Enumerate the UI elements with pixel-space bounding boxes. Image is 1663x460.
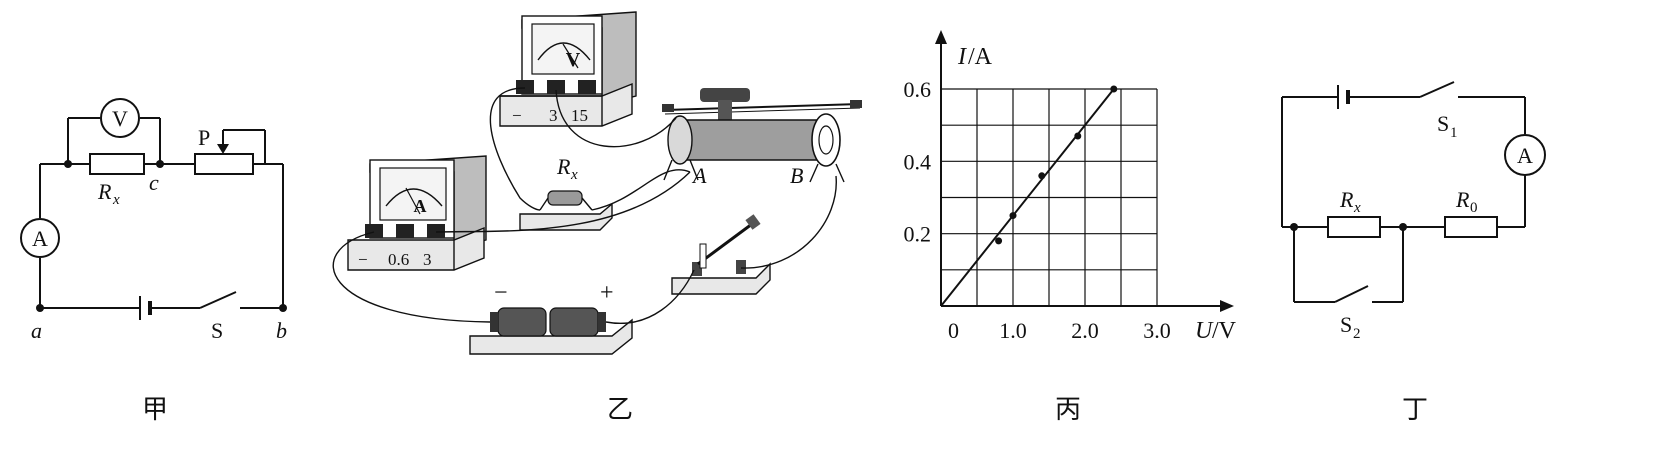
rheostat-terminal-a: A <box>691 163 707 188</box>
rx-subscript: x <box>112 192 120 208</box>
wire-ammeter-to-battery <box>332 231 491 323</box>
caption-ding: 丁 <box>1402 395 1428 425</box>
battery-plus-label: + <box>600 280 614 306</box>
y-tick-label: 0.6 <box>904 77 932 102</box>
switch-label: S <box>211 318 223 343</box>
r0-label: R <box>1455 187 1470 212</box>
ding-ammeter-label: A <box>1517 143 1533 168</box>
slider-label: P <box>198 125 210 150</box>
tick-labels-layer: 1.0 2.0 3.0 0.2 0.4 0.6 <box>904 77 1171 343</box>
s2-label: S <box>1340 312 1352 337</box>
caption-yi: 乙 <box>607 395 633 425</box>
switch-s1 <box>1419 81 1455 98</box>
y-axis-arrow-icon <box>935 30 947 44</box>
wire-voltmeter-to-rx <box>489 87 541 211</box>
rheostat-terminal-b: B <box>790 163 803 188</box>
switch-s <box>199 291 237 309</box>
switch-s2 <box>1334 285 1369 303</box>
ammeter-terminal-minus: − <box>358 250 368 269</box>
data-point <box>1038 172 1046 180</box>
voltmeter-terminal-15: 15 <box>571 106 588 125</box>
slide-rheostat <box>194 153 254 175</box>
data-point <box>995 237 1003 245</box>
s2-subscript: 2 <box>1353 326 1361 342</box>
voltmeter-terminal-3: 3 <box>549 106 558 125</box>
s1-label: S <box>1437 111 1449 136</box>
wire-switch-to-rheostat <box>740 175 837 269</box>
resistor-rx-device: R x <box>519 154 613 231</box>
fit-line <box>940 88 1115 307</box>
data-point <box>1009 212 1017 220</box>
x-tick-label: 3.0 <box>1143 318 1171 343</box>
ding-rx-subscript: x <box>1353 200 1361 216</box>
battery-minus-label: − <box>494 280 508 306</box>
ammeter-icon <box>20 218 60 258</box>
panel-bing-graph: 1.0 2.0 3.0 0.2 0.4 0.6 0 I /A U /V <box>904 30 1237 344</box>
data-point <box>1110 85 1118 93</box>
ammeter-terminal-06: 0.6 <box>388 250 409 269</box>
origin-label: 0 <box>948 318 959 343</box>
panel-ding-circuit: A S 1 R x R 0 S 2 <box>1281 81 1546 342</box>
y-tick-label: 0.2 <box>904 222 932 247</box>
x-tick-label: 1.0 <box>999 318 1027 343</box>
wire-rx-to-rheostat-a <box>591 169 691 211</box>
rx-label: R <box>97 179 112 204</box>
data-points-layer <box>995 85 1118 245</box>
plot-grid <box>941 88 1158 306</box>
ding-resistor-r0 <box>1444 216 1498 238</box>
resistor-rx <box>89 153 145 175</box>
node-a-label: a <box>31 318 42 343</box>
ammeter-device: A − 0.6 3 <box>347 155 487 271</box>
x-tick-label: 2.0 <box>1071 318 1099 343</box>
wire-rheostat-a-to-ammeter <box>435 171 691 233</box>
x-axis-var: U <box>1195 318 1214 344</box>
caption-bing: 丙 <box>1055 395 1081 425</box>
wire-battery-to-switch <box>605 269 695 324</box>
yi-rx-subscript: x <box>570 167 578 183</box>
voltmeter-device: V − 3 15 <box>499 11 637 127</box>
voltmeter-terminal-minus: − <box>512 106 522 125</box>
ding-resistor-rx <box>1327 216 1381 238</box>
voltmeter-label: V <box>112 106 128 131</box>
s1-subscript: 1 <box>1450 125 1458 141</box>
fit-line-layer <box>940 88 1115 307</box>
slide-rheostat-device: A B <box>662 88 862 188</box>
voltmeter-face-letter: V <box>566 49 581 71</box>
panel-yi-apparatus: V − 3 15 A − 0.6 3 R <box>332 11 862 355</box>
panel-jia-circuit: V A P R x c a b S <box>20 98 287 343</box>
ammeter-face-letter: A <box>414 196 427 216</box>
y-axis-var: I <box>957 44 967 70</box>
wire-voltmeter-to-rheostat <box>555 89 677 148</box>
yi-rx-label: R <box>556 154 571 179</box>
y-axis-unit: /A <box>968 44 993 70</box>
knife-switch-device <box>671 214 771 295</box>
node-b-label: b <box>276 318 287 343</box>
y-tick-label: 0.4 <box>904 149 932 174</box>
battery-holder-device: − + <box>469 280 633 355</box>
ammeter-label: A <box>32 226 48 251</box>
x-axis-arrow-icon <box>1220 300 1234 312</box>
voltmeter-icon <box>100 98 140 138</box>
node-c-label: c <box>149 170 159 195</box>
x-axis-unit: /V <box>1212 318 1237 344</box>
data-point <box>1074 132 1082 140</box>
r0-subscript: 0 <box>1470 200 1478 216</box>
ding-rx-label: R <box>1339 187 1354 212</box>
caption-jia: 甲 <box>142 395 168 425</box>
ammeter-terminal-3: 3 <box>423 250 432 269</box>
